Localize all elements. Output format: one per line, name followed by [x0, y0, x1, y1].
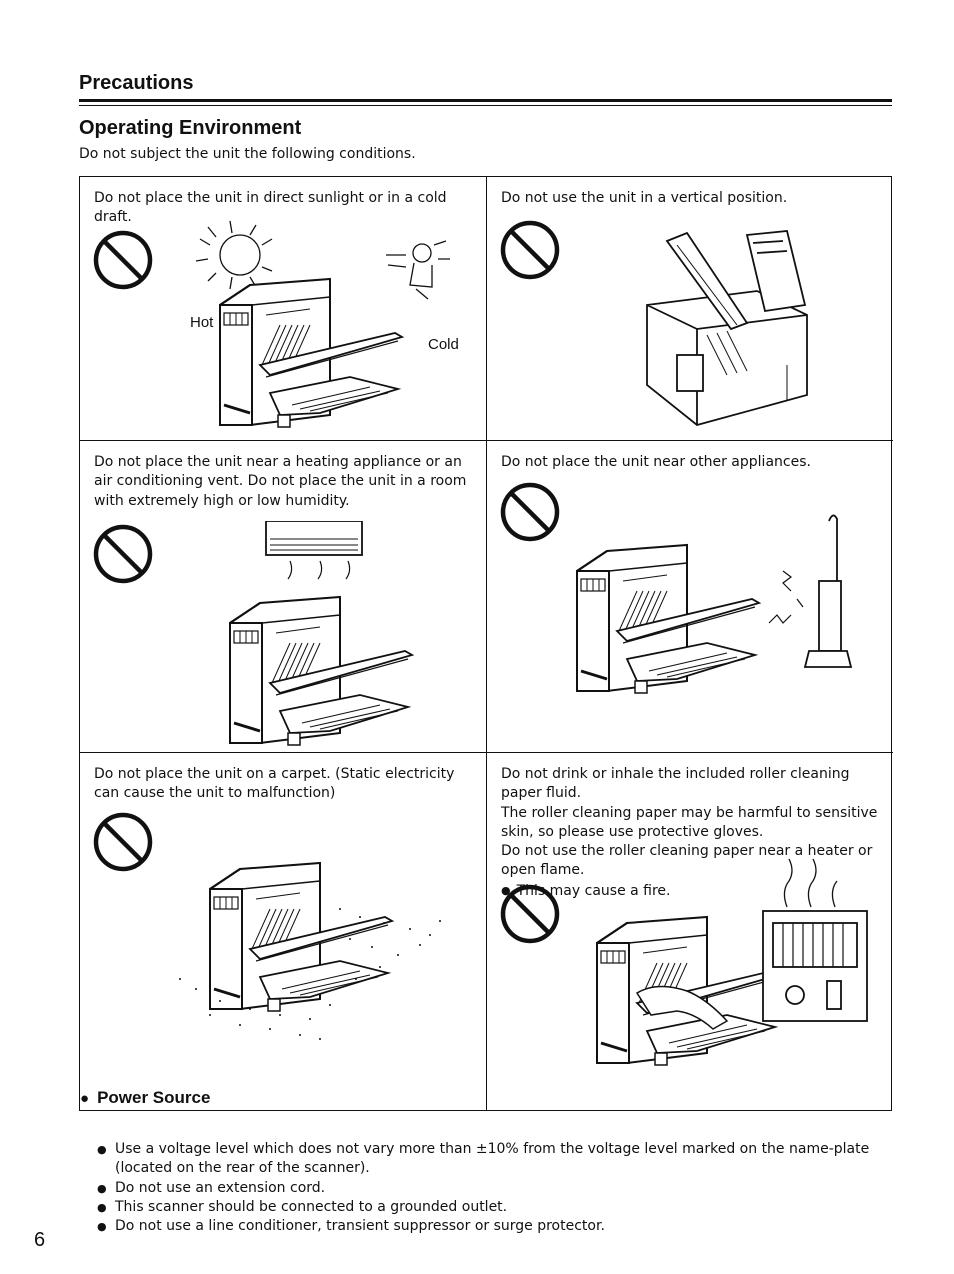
scanner-vertical-illustration: [646, 230, 808, 426]
gloved-hand-icon: [635, 985, 729, 1030]
heater-icon: [762, 858, 868, 1022]
scanner-vacuum-illustration: [575, 514, 853, 695]
air-conditioner-icon: [265, 521, 363, 580]
label-cold: Cold: [428, 336, 459, 353]
vacuum-cleaner-icon: [803, 514, 853, 668]
prohibition-icon: [499, 219, 561, 281]
cell-carpet-text: Do not place the unit on a carpet. (Stat…: [94, 766, 455, 802]
label-hot: Hot: [190, 314, 214, 331]
header-rule-thick: [79, 99, 892, 102]
header-rule-thin: [79, 105, 892, 106]
scanner-sun-cold-illustration: [195, 220, 450, 429]
cell-cleaning-paper: Do not drink or inhale the included roll…: [487, 753, 893, 1110]
scanner-heater-illustration: [595, 858, 868, 1067]
scanner-aircon-illustration: [228, 521, 414, 746]
prohibition-icon: [92, 811, 154, 873]
list-item: Do not use a line conditioner, transient…: [97, 1217, 893, 1237]
prohibition-icon: [499, 883, 561, 945]
cell-heating-text: Do not place the unit near a heating app…: [94, 454, 467, 509]
cold-draft-icon: [386, 240, 450, 300]
carpet-texture: [179, 908, 441, 1040]
cell-cleaning-line2: The roller cleaning paper may be harmful…: [501, 804, 878, 840]
conditions-grid: Do not place the unit in direct sunlight…: [79, 176, 893, 1111]
cell-sunlight-text: Do not place the unit in direct sunlight…: [94, 190, 447, 226]
list-item: Do not use an extension cord.: [97, 1179, 893, 1199]
operating-environment-intro: Do not subject the unit the following co…: [79, 146, 416, 162]
list-item: Use a voltage level which does not vary …: [97, 1140, 893, 1179]
operating-environment-title: Operating Environment: [79, 117, 302, 139]
cell-cleaning-bullet: This may cause a fire.: [501, 881, 881, 901]
cell-carpet: Do not place the unit on a carpet. (Stat…: [80, 753, 487, 1110]
cell-cleaning-line1: Do not drink or inhale the included roll…: [501, 766, 850, 802]
cell-vertical: Do not use the unit in a vertical positi…: [487, 177, 893, 441]
power-source-title: Power Source: [97, 1088, 211, 1107]
cell-appliances-text: Do not place the unit near other applian…: [501, 454, 811, 470]
power-source-list: Use a voltage level which does not vary …: [97, 1140, 893, 1237]
cell-cleaning-line3: Do not use the roller cleaning paper nea…: [501, 843, 873, 879]
cell-heating: Do not place the unit near a heating app…: [80, 441, 487, 753]
list-item: This scanner should be connected to a gr…: [97, 1198, 893, 1218]
page-section-title: Precautions: [79, 72, 194, 94]
cell-sunlight: Do not place the unit in direct sunlight…: [80, 177, 487, 441]
cell-appliances: Do not place the unit near other applian…: [487, 441, 893, 753]
prohibition-icon: [92, 523, 154, 585]
prohibition-icon: [92, 229, 154, 291]
scanner-carpet-illustration: [179, 861, 441, 1040]
cell-vertical-text: Do not use the unit in a vertical positi…: [501, 190, 788, 206]
page-number: 6: [34, 1229, 46, 1251]
bullet-icon: ●: [80, 1090, 90, 1107]
sun-icon: [195, 220, 273, 290]
power-source-heading: ● Power Source: [80, 1088, 210, 1108]
